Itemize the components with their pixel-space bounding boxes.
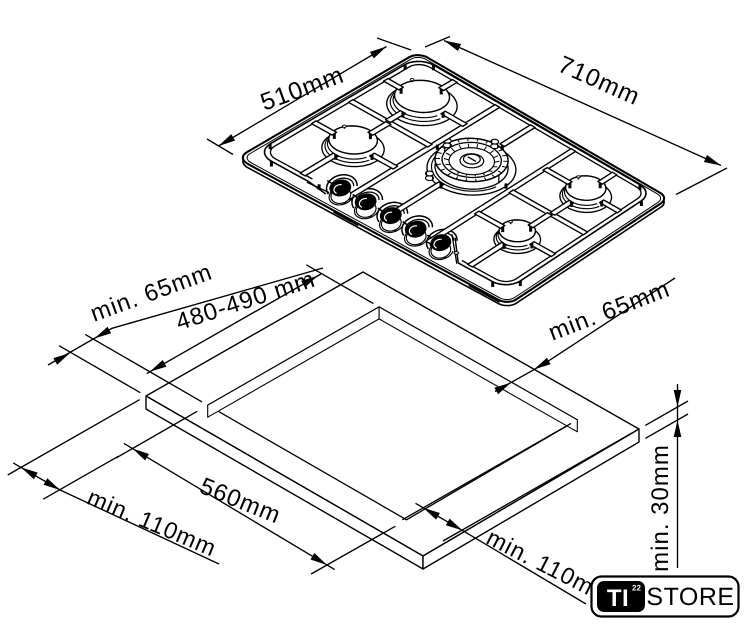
svg-text:TI: TI xyxy=(607,585,629,612)
svg-text:min. 30mm: min. 30mm xyxy=(647,444,674,572)
svg-text:22: 22 xyxy=(632,584,641,593)
svg-text:STORE: STORE xyxy=(646,583,734,611)
